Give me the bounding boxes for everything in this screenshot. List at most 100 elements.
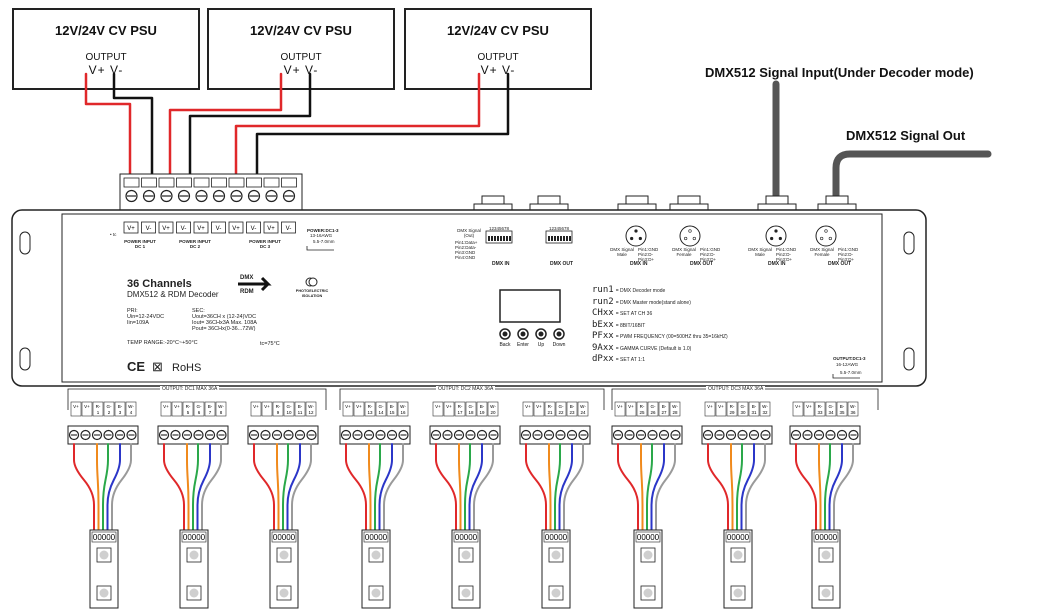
led-lens xyxy=(733,588,743,598)
power-v-label: V+ xyxy=(232,226,240,232)
strip-wire xyxy=(640,443,644,533)
psu-title: 12V/24V CV PSU xyxy=(250,23,352,38)
channel-box xyxy=(803,401,815,417)
pri-line-1: Uin=12-24VDC xyxy=(127,314,165,320)
xlr-pin xyxy=(638,236,642,241)
xlr-socket xyxy=(625,225,647,247)
strip-wire xyxy=(833,443,854,533)
channel-box xyxy=(555,401,567,417)
ce-mark: CE xyxy=(127,359,146,374)
psu-box-3: 12V/24V CV PSU OUTPUT V+ V- xyxy=(404,8,592,90)
menu-desc: = PWM FREQUENCY (00=500HZ thru 35=16kHZ) xyxy=(615,334,728,340)
terminal-slot xyxy=(281,177,297,188)
channel-box xyxy=(737,401,749,417)
channel-box xyxy=(577,401,589,417)
device-subtitle: DMX512 & RDM Decoder xyxy=(127,290,219,299)
psu-output-label: OUTPUT xyxy=(280,52,322,63)
channel-pin-label: R- xyxy=(640,404,645,409)
terminal-slot xyxy=(246,177,262,188)
channel-number-label: 15 xyxy=(389,410,395,415)
led-strip-label: 00000 xyxy=(93,533,116,542)
led-lens xyxy=(821,550,831,560)
dmx-output-cable xyxy=(832,150,992,202)
led-lens xyxy=(733,550,743,560)
led-strip-label: 00000 xyxy=(455,533,478,542)
xlr-pin xyxy=(824,229,828,233)
channel-pin-label: R- xyxy=(276,404,281,409)
channel-box xyxy=(836,401,848,417)
channel-pin-label: V+ xyxy=(73,404,79,409)
channel-pin-label: R- xyxy=(368,404,373,409)
channel-box xyxy=(160,401,172,417)
psu-title: 12V/24V CV PSU xyxy=(55,23,157,38)
channel-box xyxy=(658,401,670,417)
channel-pin-label: W- xyxy=(762,404,768,409)
menu-desc: = SET AT CH 36 xyxy=(615,311,653,317)
power-v-label: V+ xyxy=(267,226,275,232)
channel-box xyxy=(476,401,488,417)
power-v-box xyxy=(281,221,296,234)
channel-box xyxy=(825,401,837,417)
strip-wire xyxy=(563,443,584,533)
strip-wire xyxy=(818,443,822,533)
menu-desc: = SET AT 1:1 xyxy=(615,357,646,363)
channel-box xyxy=(305,401,317,417)
psu-pins: V+ V- xyxy=(480,63,516,77)
terminal-slot xyxy=(141,177,157,188)
channel-number-label: 33 xyxy=(817,410,823,415)
pri-head: PRI: xyxy=(127,308,138,314)
strip-wire xyxy=(435,443,457,533)
channel-pin-label: W- xyxy=(580,404,586,409)
led-strip-pad xyxy=(181,531,207,543)
strip-wire xyxy=(345,443,367,533)
power-dc-awg: 13-16AWG xyxy=(310,233,333,238)
channel-number-label: 7 xyxy=(209,410,212,415)
strip-wire xyxy=(383,443,404,533)
psu2-wire-negative xyxy=(188,72,312,178)
channel-number-label: 22 xyxy=(558,410,564,415)
control-button-core xyxy=(538,331,544,337)
channel-number-label: 23 xyxy=(569,410,575,415)
xlr-3-label: DMX Signal Male xyxy=(748,247,772,257)
led-strip-label: 00000 xyxy=(545,533,568,542)
channel-pin-label: G- xyxy=(741,404,747,409)
led-strip-label: 00000 xyxy=(183,533,206,542)
strip-wire xyxy=(111,443,132,533)
led-strip-label: 00000 xyxy=(365,533,388,542)
strip-wire xyxy=(253,443,275,533)
channel-box xyxy=(792,401,804,417)
dmx-logo-top: DMX xyxy=(240,275,254,281)
dip-lever xyxy=(551,236,553,241)
channel-pin-label: B- xyxy=(752,404,757,409)
channel-number-label: 13 xyxy=(367,410,373,415)
strip-wire xyxy=(707,443,729,533)
channel-box xyxy=(726,401,738,417)
channel-box xyxy=(342,401,354,417)
dip-lever xyxy=(494,236,496,241)
dmx-logo-arrow xyxy=(238,276,272,292)
strip-wire xyxy=(276,443,280,533)
power-input-label-3: POWER INPUT DC 3 xyxy=(249,239,281,249)
terminal-slot xyxy=(263,177,280,188)
channel-box xyxy=(272,401,284,417)
psu3-wire-negative xyxy=(255,72,510,178)
power-v-label: V- xyxy=(286,226,292,232)
channel-pin-label: G- xyxy=(469,404,475,409)
strip-wire xyxy=(736,443,743,533)
channel-box xyxy=(283,401,295,417)
channel-pin-label: B- xyxy=(840,404,845,409)
strip-wire xyxy=(378,443,393,533)
psu-output-label: OUTPUT xyxy=(477,52,519,63)
channel-pin-label: V+ xyxy=(174,404,180,409)
channel-box xyxy=(487,401,499,417)
menu-row: dPxx= SET AT 1:1 xyxy=(592,354,728,366)
channel-pin-label: R- xyxy=(548,404,553,409)
channel-pin-label: W- xyxy=(672,404,678,409)
dip-lever xyxy=(566,236,568,241)
strip-wire xyxy=(291,443,312,533)
menu-row: CHxx= SET AT CH 36 xyxy=(592,308,728,320)
channel-number-label: 4 xyxy=(130,410,133,415)
output-dc-bracket xyxy=(832,374,860,379)
channel-pin-label: V+ xyxy=(628,404,634,409)
